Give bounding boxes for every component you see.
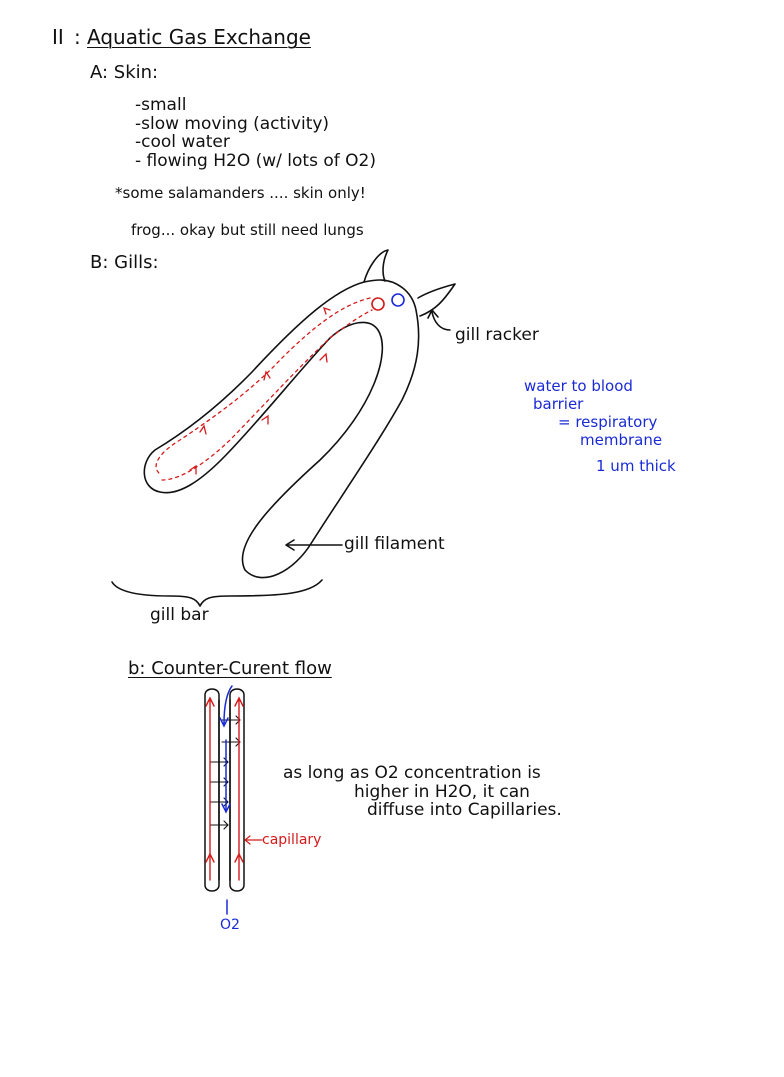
- gill-bar-brace: [111, 579, 323, 607]
- explanation-line-3: diffuse into Capillaries.: [367, 800, 562, 820]
- filament-pointer-head: [285, 539, 295, 551]
- barrier-note-line-4: membrane: [580, 431, 663, 449]
- o2-label: O2: [220, 917, 240, 933]
- gill-arch-outline: [143, 279, 420, 579]
- flow-arrowhead-2: [263, 370, 271, 381]
- gills-heading: B: Gills:: [90, 252, 159, 273]
- capillary-pointer: [244, 835, 263, 845]
- flow-arrowhead-5: [261, 414, 269, 425]
- barrier-note-line-3: = respiratory: [558, 413, 658, 431]
- blood-up-left-lower: [205, 852, 215, 863]
- gill-spine-top: [363, 249, 389, 283]
- barrier-note-line-2: barrier: [533, 395, 584, 413]
- gill-spine-side: [417, 283, 456, 317]
- exchange-arrow-1: [221, 715, 241, 725]
- countercurrent-heading: b: Counter-Curent flow: [128, 658, 332, 679]
- flow-arrowhead-6: [319, 352, 328, 363]
- skin-heading: A: Skin:: [90, 62, 159, 83]
- raker-pointer-line: [431, 311, 451, 331]
- skin-item-cool: -cool water: [135, 132, 230, 152]
- frog-note: frog... okay but still need lungs: [131, 221, 364, 239]
- capillary-right-outline: [229, 688, 245, 892]
- salamander-note: *some salamanders .... skin only!: [115, 184, 366, 202]
- blood-up-right-lower: [234, 852, 244, 863]
- raker-pointer-head: [427, 309, 439, 319]
- exchange-arrow-6: [209, 820, 229, 830]
- section-title: Aquatic Gas Exchange: [87, 25, 311, 49]
- vein-circle-blue: [391, 293, 405, 307]
- flow-arrowhead-3: [199, 424, 207, 435]
- gill-raker-label: gill racker: [455, 325, 539, 345]
- section-colon: :: [74, 25, 81, 49]
- flow-arrowhead-1: [322, 306, 331, 315]
- blood-up-left: [205, 696, 215, 881]
- barrier-note-line-1: water to blood: [524, 377, 633, 395]
- blood-flow-inner: [155, 297, 371, 475]
- explanation-line-2: higher in H2O, it can: [354, 782, 530, 802]
- gill-bar-label: gill bar: [150, 605, 209, 625]
- capillary-left-outline: [204, 688, 220, 892]
- blood-up-right: [234, 696, 244, 881]
- artery-circle-red: [371, 297, 385, 311]
- explanation-line-1: as long as O2 concentration is: [283, 763, 541, 783]
- water-down-line: [221, 739, 231, 814]
- skin-item-slow: -slow moving (activity): [135, 114, 330, 134]
- exchange-arrow-2: [221, 737, 241, 747]
- water-down-curve: [219, 685, 233, 728]
- skin-item-flowing: - flowing H2O (w/ lots of O2): [135, 151, 376, 171]
- flow-arrowhead-4: [189, 464, 197, 475]
- blood-flow-outer: [161, 309, 373, 481]
- section-numeral: II: [52, 25, 64, 49]
- capillary-label: capillary: [262, 832, 322, 848]
- thickness-note: 1 um thick: [596, 457, 676, 475]
- gill-filament-label: gill filament: [344, 534, 445, 554]
- skin-item-small: -small: [135, 95, 187, 115]
